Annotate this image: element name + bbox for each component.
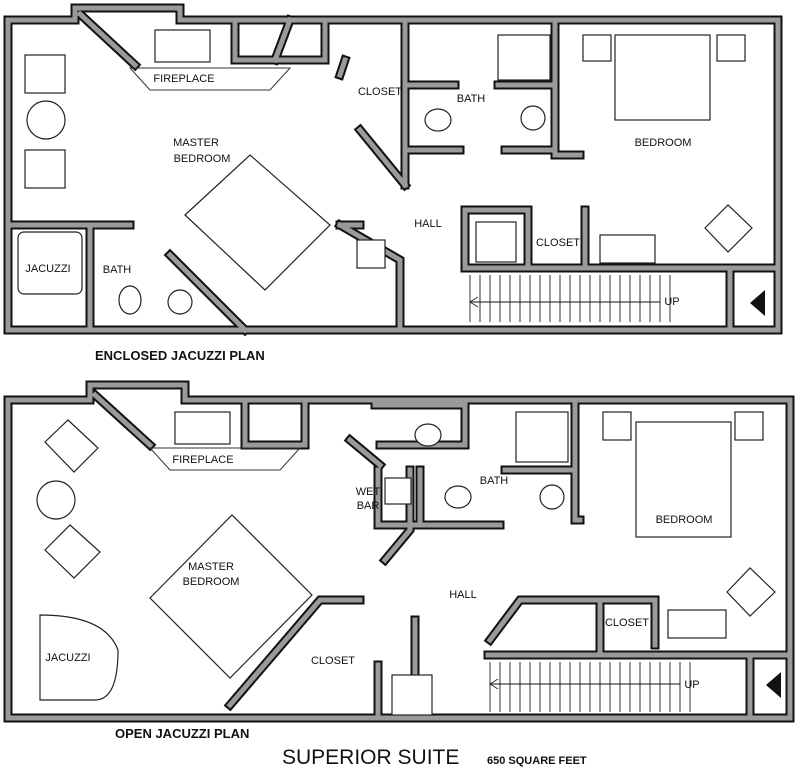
room-label-bar: BAR: [357, 500, 380, 512]
furniture: [17, 29, 776, 716]
wall: [552, 17, 583, 158]
wall: [346, 436, 384, 469]
sink: [167, 289, 193, 315]
room-label-hall: HALL: [449, 589, 477, 601]
room-label-closet: CLOSET: [605, 617, 649, 629]
stair-up-label: UP: [664, 296, 679, 308]
fireplace-icon: [174, 411, 231, 445]
fireplace-icon: [154, 29, 211, 63]
round-table: [36, 480, 76, 520]
armchair: [726, 567, 776, 617]
wall: [5, 5, 781, 333]
wall: [271, 16, 294, 64]
room-label-jacuzzi: JACUZZI: [25, 263, 70, 275]
round-table: [26, 100, 66, 140]
plan-title: ENCLOSED JACUZZI PLAN: [95, 348, 265, 363]
room-label-closet: CLOSET: [358, 86, 402, 98]
wall: [486, 597, 563, 644]
toilet: [444, 485, 472, 509]
shower: [497, 34, 551, 81]
shower: [515, 411, 569, 463]
room-label-bedroom: BEDROOM: [656, 514, 713, 526]
plan-title: OPEN JACUZZI PLAN: [115, 726, 249, 741]
room-label-hall: HALL: [414, 218, 442, 230]
dresser: [599, 234, 656, 264]
nightstand: [582, 34, 612, 62]
bed: [635, 421, 732, 538]
room-label-jacuzzi: JACUZZI: [45, 652, 90, 664]
room-label-master-bedroom: BEDROOM: [183, 576, 240, 588]
wall: [242, 397, 308, 448]
nightstand: [602, 411, 632, 441]
wall: [240, 395, 310, 450]
nightstand: [716, 34, 746, 62]
room-label-bath: BATH: [457, 93, 486, 105]
room-label-bath: BATH: [103, 264, 132, 276]
armchair: [24, 149, 66, 189]
bed: [614, 34, 711, 121]
wall: [91, 391, 154, 449]
wall: [572, 402, 583, 523]
jacuzzi-tub: [39, 614, 119, 701]
bed: [184, 154, 331, 291]
wall: [336, 56, 349, 79]
arrow-head-icon: [489, 678, 499, 690]
room-label-closet: CLOSET: [311, 655, 355, 667]
wet-bar-sink: [384, 477, 412, 505]
armchair: [24, 54, 66, 94]
wall: [5, 382, 793, 721]
hearth: [128, 67, 292, 91]
toilet: [414, 423, 442, 447]
wall: [356, 126, 409, 189]
sink: [520, 105, 546, 131]
wall: [557, 597, 658, 648]
suite-area: 650 SQUARE FEET: [487, 755, 587, 767]
room-label-fireplace: FIREPLACE: [153, 73, 214, 85]
room-label-fireplace: FIREPLACE: [172, 454, 233, 466]
entry-arrow-icon: [750, 290, 765, 316]
armchair: [704, 204, 753, 253]
wet-bar-sink: [356, 239, 386, 269]
room-label-bath: BATH: [480, 475, 509, 487]
room-label-master-bedroom: BEDROOM: [174, 153, 231, 165]
room-label-bedroom: BEDROOM: [635, 137, 692, 149]
hearth: [148, 447, 302, 471]
room-label-master: MASTER: [173, 137, 219, 149]
arrow-head-icon: [469, 296, 479, 308]
entry-arrow-icon: [766, 672, 781, 698]
chair: [391, 674, 433, 716]
sink: [539, 484, 565, 510]
wall: [76, 10, 139, 69]
nightstand: [734, 411, 764, 441]
room-label-wet: WET: [356, 486, 381, 498]
wall: [375, 467, 423, 528]
chair: [475, 221, 517, 263]
room-label-closet: CLOSET: [536, 237, 580, 249]
wall: [226, 597, 363, 709]
toilet: [424, 108, 452, 132]
walls: [3, 3, 795, 723]
stair-up-label: UP: [684, 679, 699, 691]
armchair: [44, 419, 99, 473]
wall: [166, 251, 249, 334]
dresser: [667, 609, 727, 639]
jacuzzi-tub: [17, 231, 83, 295]
suite-name: SUPERIOR SUITE: [282, 746, 459, 768]
stairs: [469, 275, 691, 712]
armchair: [44, 524, 101, 579]
bed: [149, 514, 313, 679]
room-label-master: MASTER: [188, 561, 234, 573]
wall: [417, 467, 503, 528]
wall: [336, 221, 403, 333]
wall: [550, 15, 585, 160]
toilet: [118, 285, 142, 315]
wall: [483, 595, 565, 647]
